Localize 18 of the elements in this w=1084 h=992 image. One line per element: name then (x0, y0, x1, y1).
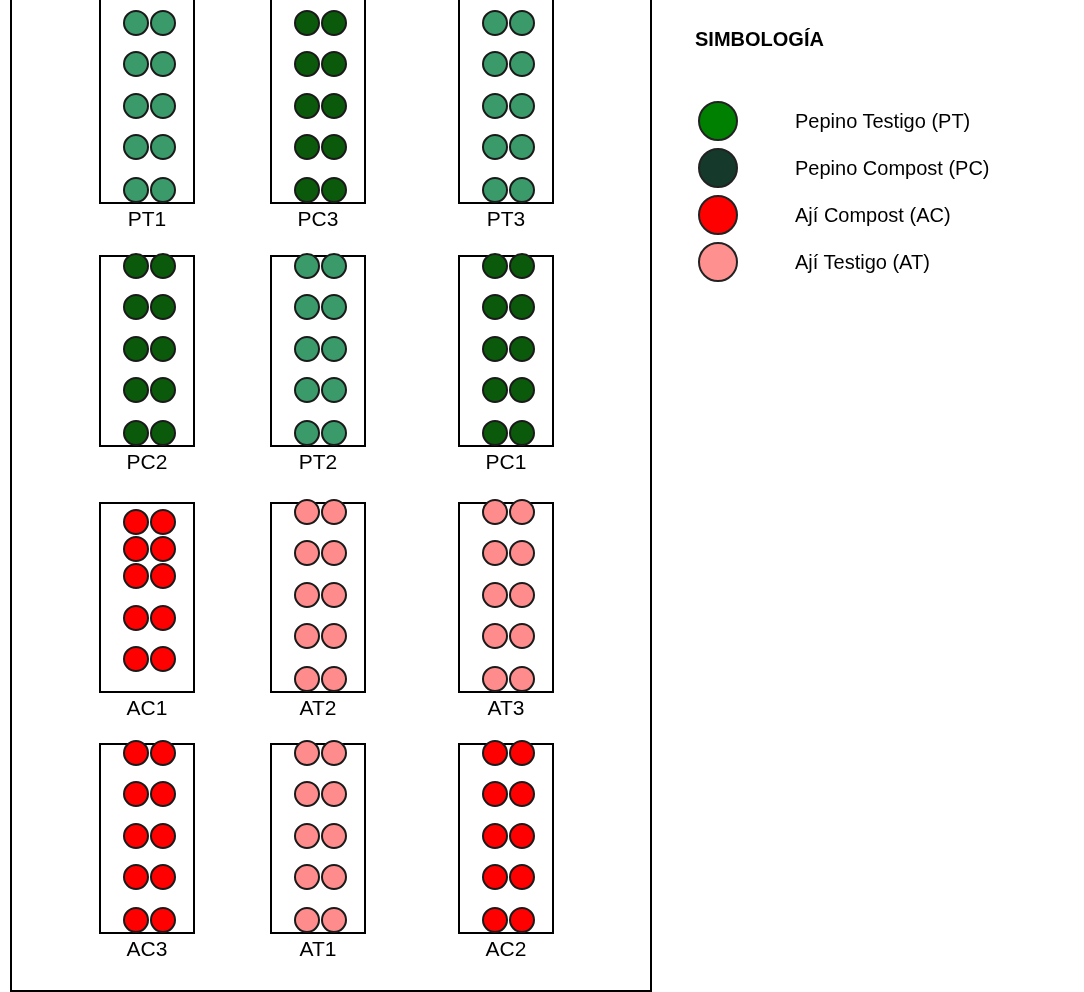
plot-label: PC1 (484, 450, 528, 474)
plot-label: AC2 (484, 937, 528, 961)
plot-label: PT3 (485, 207, 527, 231)
plot-label: PT2 (297, 450, 339, 474)
field-boundary (10, 0, 652, 992)
plot-label: AT3 (486, 696, 526, 720)
plot-label: AT2 (298, 696, 338, 720)
legend-heading: SIMBOLOGÍA (695, 27, 824, 52)
plot-label: AT1 (298, 937, 338, 961)
legend-text: Ají Compost (AC) (795, 203, 951, 228)
legend-text: Pepino Testigo (PT) (795, 109, 971, 134)
plot-label: PC3 (296, 207, 340, 231)
plot-label: AC1 (125, 696, 169, 720)
legend-text: Ají Testigo (AT) (795, 250, 930, 275)
plot-label: AC3 (125, 937, 169, 961)
plot-label: PC2 (125, 450, 169, 474)
plot-label: PT1 (126, 207, 168, 231)
legend-text: Pepino Compost (PC) (795, 156, 990, 181)
